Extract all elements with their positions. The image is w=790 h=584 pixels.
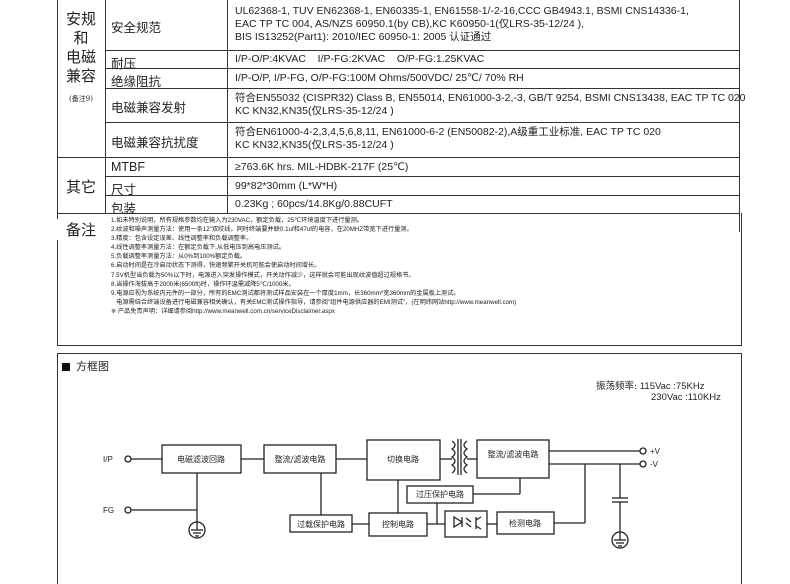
remark-line: 6.启动时间是在冷启动状态下测得，快速频繁开关机可能会使启动时间增长。	[111, 262, 321, 270]
row-label-isolation-resistance: 绝缘阻抗	[111, 74, 162, 89]
ovp-block-label: 过压保护电路	[416, 489, 464, 499]
block-diagram-title: 方框图	[62, 358, 109, 374]
remark-line: ※ 产品免责声明：详细请参阅http://www.meanwell.com.cn…	[111, 307, 335, 315]
vplus-terminal-icon	[639, 447, 647, 455]
fg-label: FG	[103, 506, 114, 515]
row-value-packing: 0.23Kg ; 60pcs/14.8Kg/0.88CUFT	[235, 198, 393, 210]
rect1-block-label: 整流/滤波电路	[275, 454, 326, 464]
remark-line: 2.纹波和噪声测量方法：使用一条12"双绞线，同时终端要并联0.1uf和47uf…	[111, 226, 413, 234]
spec-table: 安规 和 电磁 兼容 (备注9) 安全规范 UL62368-1, TUV EN6…	[57, 0, 745, 235]
value-line: KC KN32,KN35(仅LRS-35-12/24 )	[235, 105, 394, 117]
remark-line: 1.如未特别说明，所有规格参数均在输入为230VAC，额定负载，25℃环境温度下…	[111, 217, 363, 224]
block-diagram-frame	[57, 353, 742, 584]
switch-block-label: 切换电路	[387, 454, 419, 464]
switching-block	[366, 439, 441, 481]
ip-terminal-icon	[124, 455, 132, 463]
row-value-isolation-resistance: I/P-O/P, I/P-FG, O/P-FG:100M Ohms/500VDC…	[235, 72, 524, 84]
remark-line: 7.5V机型当负载为50%以下时，电源进入突发操作模式，开关动作减少，这样就会可…	[111, 271, 415, 279]
value-line: UL62368-1, TUV EN62368-1, EN60335-1, EN6…	[235, 5, 689, 17]
fg-terminal-icon	[124, 506, 132, 514]
freq-line-2: 230Vac :110KHz	[651, 392, 721, 403]
row-value-mtbf: ≥763.6K hrs. MIL-HDBK-217F (25℃)	[235, 161, 409, 173]
freq-line: 115Vac :75KHz	[639, 381, 705, 392]
vminus-terminal-icon	[639, 460, 647, 468]
remark-line: 9.电源应视为系统内元件的一部分，所有的EMC测试都将测试样品安装在一个厚度1m…	[111, 289, 460, 297]
row-label-emc-immunity: 电磁兼容抗扰度	[111, 135, 199, 150]
detect-block-label: 检测电路	[509, 518, 541, 528]
row-label-dimension: 尺寸	[111, 182, 137, 197]
row-value-withstand-voltage: I/P-O/P:4KVAC I/P-FG:2KVAC O/P-FG:1.25KV…	[235, 53, 485, 65]
remarks-box: 1.如未特别说明，所有规格参数均在输入为230VAC，额定负载，25℃环境温度下…	[57, 213, 742, 346]
remark-line: 4.线性调整率测量方法：在额定负载下,从低电压到高电压测试。	[111, 244, 285, 252]
row-value-emc-immunity: 符合EN61000-4-2,3,4,5,6,8,11, EN61000-6-2 …	[235, 126, 661, 152]
oscillation-frequency: 振荡频率: 115Vac :75KHz	[596, 378, 704, 392]
vplus-label: +V	[650, 447, 661, 456]
value-line: 符合EN55032 (CISPR32) Class B, EN55014, EN…	[235, 92, 746, 104]
group-note: (备注9)	[69, 95, 93, 103]
optocoupler-icon	[444, 510, 488, 538]
ip-label: I/P	[103, 455, 113, 464]
olp-block-label: 过载保护电路	[297, 519, 345, 529]
vminus-label: -V	[650, 460, 659, 469]
block-diagram-title-text: 方框图	[76, 360, 109, 373]
value-line: BIS IS13252(Part1): 2010/IEC 60950-1: 20…	[235, 31, 492, 43]
remarks-list: 1.如未特别说明，所有规格参数均在输入为230VAC，额定负载，25℃环境温度下…	[111, 216, 516, 316]
row-value-emc-emission: 符合EN55032 (CISPR32) Class B, EN55014, EN…	[235, 92, 745, 118]
group-label-line: 安规	[65, 10, 96, 28]
row-label-withstand-voltage: 耐压	[111, 56, 137, 71]
value-line: 符合EN61000-4-2,3,4,5,6,8,11, EN61000-6-2 …	[235, 126, 661, 138]
remark-line: 8.当操作海拔高于2000米(6500ft)时，操作环温需减降5℃/1000米。	[111, 280, 295, 288]
row-value-safety-standards: UL62368-1, TUV EN62368-1, EN60335-1, EN6…	[235, 5, 689, 44]
remark-line: 5.负载调整率测量方法：从0%到100%额定负载。	[111, 253, 247, 261]
rectifier-block-2	[476, 439, 550, 479]
value-line: EAC TP TC 004, AS/NZS 60950.1(by CB),KC …	[235, 18, 585, 30]
freq-label: 振荡频率:	[596, 381, 638, 392]
transformer-icon	[450, 440, 456, 474]
value-line: KC KN32,KN35(仅LRS-35-12/24 )	[235, 139, 394, 151]
row-label-emc-emission: 电磁兼容发射	[111, 100, 187, 115]
control-block-label: 控制电路	[382, 519, 414, 529]
remark-line: 电源需结合终端设备进行电磁兼容相关确认，有关EMC测试操作指导，请参阅"组件电源…	[111, 298, 517, 306]
row-value-dimension: 99*82*30mm (L*W*H)	[235, 180, 338, 192]
row-label-mtbf: MTBF	[111, 160, 146, 174]
square-bullet-icon	[62, 363, 70, 371]
row-label-safety-standards: 安全规范	[111, 20, 162, 35]
group-safety-emc: 安规 和 电磁 兼容 (备注9)	[57, 10, 105, 104]
group-label-line: 电磁	[65, 48, 96, 66]
rect2-block-label: 整流/滤波电路	[488, 449, 539, 459]
group-label-line: 和	[73, 29, 89, 47]
emi-block-label: 电磁滤波回路	[177, 454, 225, 464]
group-others: 其它	[65, 178, 96, 196]
row-label-packing: 包装	[111, 201, 137, 216]
group-label-line: 兼容	[65, 67, 96, 85]
remarks-label-visible: 备注	[57, 219, 105, 240]
remark-line: 3.精度：包含设定误差、线性调整率和负载调整率。	[111, 235, 253, 243]
